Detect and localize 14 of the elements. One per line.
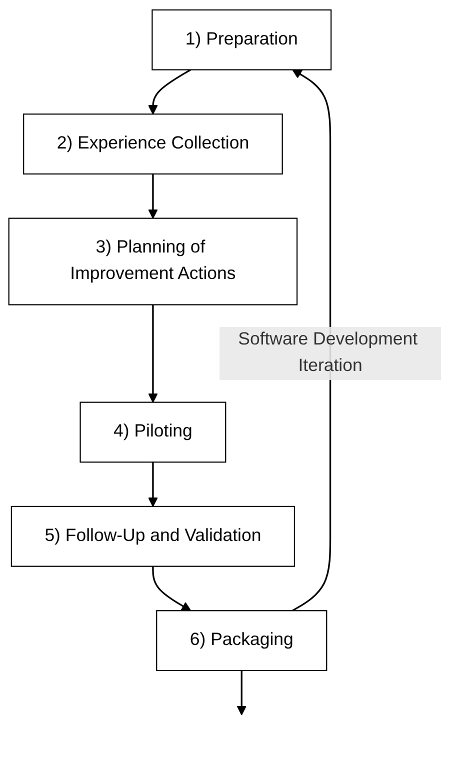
node-box: 1) Preparation: [152, 9, 332, 70]
arrow: [148, 462, 158, 507]
arrow: [292, 69, 332, 612]
arrow: [148, 304, 158, 403]
node-box: 4) Piloting: [80, 402, 226, 463]
arrow: [152, 566, 192, 612]
node-box: 5) Follow-Up and Validation: [10, 506, 296, 567]
edge-label: Software Development Iteration: [238, 330, 418, 376]
arrow: [148, 174, 158, 219]
arrow: [148, 69, 192, 115]
node-box: 3) Planning of Improvement Actions: [8, 218, 298, 306]
node-box: 6) Packaging: [156, 610, 328, 672]
arrow: [236, 670, 246, 716]
node-box: 2) Experience Collection: [23, 114, 283, 174]
